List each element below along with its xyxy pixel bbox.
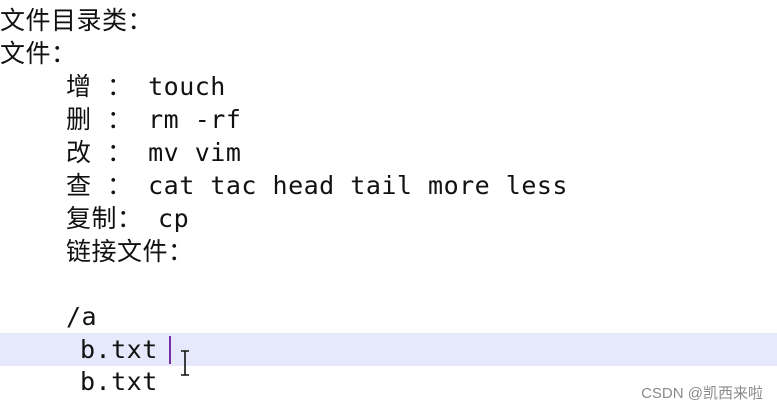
line-create: 增 ： touch xyxy=(66,72,226,101)
current-line-highlight xyxy=(0,333,777,366)
watermark: CSDN @凯西来啦 xyxy=(641,385,763,402)
line-modify: 改 ： mv vim xyxy=(66,138,242,167)
ibeam-cursor-icon xyxy=(181,350,189,376)
line-copy: 复制： cp xyxy=(66,204,190,233)
line-view: 查 ： cat tac head tail more less xyxy=(66,171,568,200)
text-caret xyxy=(169,336,171,364)
line-file2: b.txt xyxy=(80,367,158,396)
line-path: /a xyxy=(66,302,98,331)
line-link: 链接文件： xyxy=(66,237,194,266)
line-file1: b.txt xyxy=(80,335,158,364)
line-delete: 删 ： rm -rf xyxy=(66,105,242,134)
file-heading: 文件： xyxy=(0,39,77,68)
category-heading: 文件目录类： xyxy=(0,6,154,35)
